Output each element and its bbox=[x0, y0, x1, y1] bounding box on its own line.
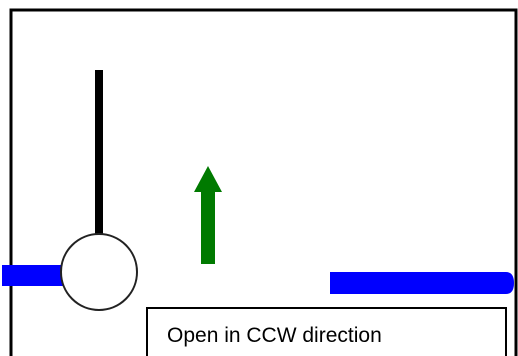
valve-stem bbox=[95, 70, 103, 238]
caption-text: Open in CCW direction bbox=[167, 323, 382, 347]
right-pipe bbox=[330, 272, 514, 294]
left-pipe bbox=[2, 265, 66, 286]
up-arrow-icon bbox=[194, 166, 222, 264]
circle-valve-icon bbox=[60, 233, 138, 311]
caption-box: Open in CCW direction bbox=[146, 307, 507, 356]
diagram-frame bbox=[9, 8, 518, 356]
